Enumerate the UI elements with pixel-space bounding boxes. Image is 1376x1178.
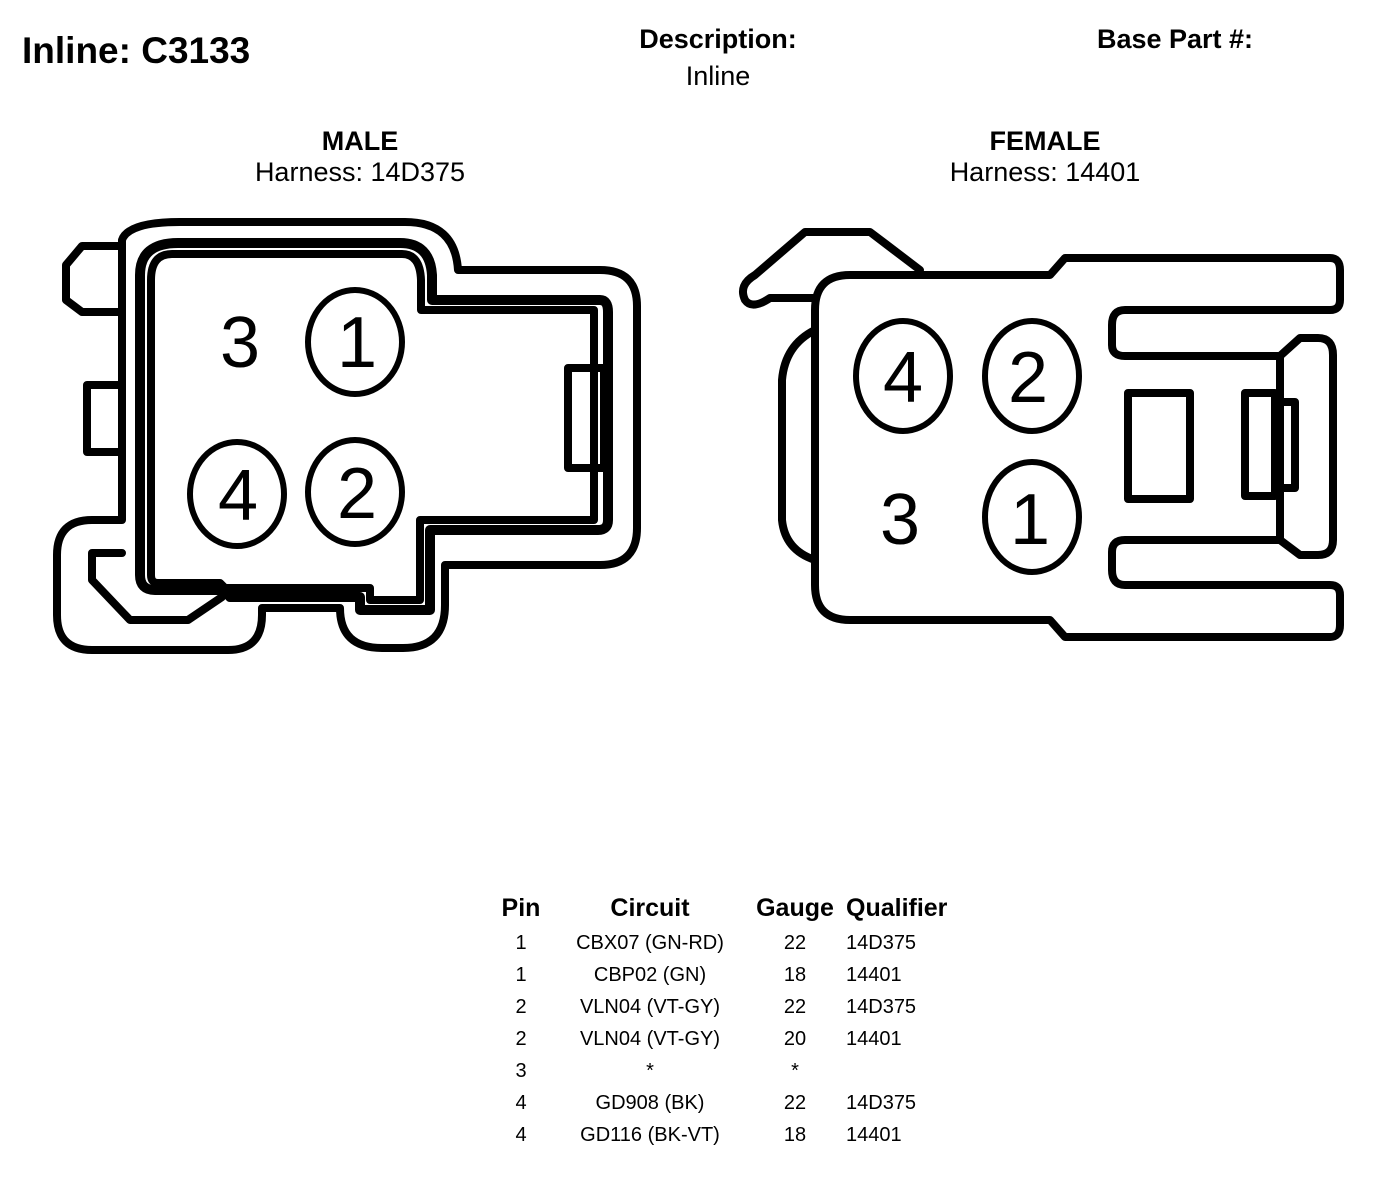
cell-gauge: 20 (783, 1027, 807, 1050)
cell-circuit: CBP02 (GN) (593, 963, 707, 986)
male-harness-label: Harness: 14D375 (254, 157, 466, 187)
female-center-slot (1124, 389, 1194, 503)
cell-pin: 4 (515, 1123, 527, 1146)
cell-gauge: 22 (783, 995, 807, 1018)
cell-pin: 4 (515, 1091, 527, 1114)
male-pin-1-label: 1 (337, 303, 377, 383)
female-right-release (1276, 334, 1337, 559)
male-pin-2: 2 (305, 437, 405, 547)
cell-qualifier (842, 1055, 960, 1087)
male-pin-4: 4 (187, 439, 287, 549)
cell-qualifier: 14D375 (846, 931, 917, 954)
table-row: 4 GD116 (BK-VT) 18 14401 (490, 1119, 960, 1151)
cell-qualifier: 14401 (846, 1123, 902, 1146)
cell-gauge: 18 (783, 1123, 807, 1146)
cell-gauge: 18 (783, 963, 807, 986)
male-connector-body (53, 218, 641, 654)
male-pin-2-circle (305, 437, 405, 547)
cell-circuit: CBX07 (GN-RD) (576, 931, 724, 954)
cell-circuit: * (646, 1059, 654, 1082)
cell-qualifier: 14401 (846, 1027, 902, 1050)
female-pin-4: 4 (853, 318, 953, 434)
cell-circuit: GD908 (BK) (595, 1091, 705, 1114)
header-gauge: Gauge (756, 894, 834, 922)
cell-circuit: GD116 (BK-VT) (580, 1123, 720, 1146)
female-gender-label: FEMALE (989, 126, 1101, 156)
male-inner-cavity (135, 238, 613, 615)
female-pin-4-circle (853, 318, 953, 434)
pin-table: Pin Circuit Gauge Qualifier 1 CBX07 (GN-… (490, 893, 960, 1151)
female-connector-heading: FEMALE Harness: 14401 (845, 126, 1245, 188)
table-row: 1 CBP02 (GN) 18 14401 (490, 959, 960, 991)
male-pin-1-circle (305, 287, 405, 397)
description-label: Description: (639, 24, 797, 54)
male-left-latch-top (62, 242, 124, 316)
female-connector-body (739, 228, 1344, 641)
female-lock-tab-inner (1271, 398, 1299, 492)
male-pin-4-circle (187, 439, 287, 549)
male-pin-1: 1 (305, 287, 405, 397)
table-row: 4 GD908 (BK) 22 14D375 (490, 1087, 960, 1119)
header-qualifier: Qualifier (846, 894, 948, 922)
cell-pin: 1 (515, 963, 527, 986)
female-pin-2: 2 (982, 318, 1082, 434)
female-pin-1-label: 1 (1010, 480, 1050, 560)
female-top-latch (739, 228, 924, 309)
female-pin-3: 3 (880, 480, 920, 560)
male-pin-2-label: 2 (337, 454, 377, 534)
table-row: 2 VLN04 (VT-GY) 22 14D375 (490, 991, 960, 1023)
pin-table-header-row: Pin Circuit Gauge Qualifier (490, 893, 960, 927)
cell-qualifier: 14D375 (846, 1091, 917, 1114)
connector-diagram: 3 1 4 2 4 2 3 1 (53, 218, 1344, 654)
male-left-latch-middle (83, 381, 126, 456)
female-pin-1-circle (982, 459, 1082, 575)
female-pin-2-label: 2 (1008, 338, 1048, 418)
male-pin-4-label: 4 (218, 456, 258, 536)
male-pin-3-label: 3 (220, 303, 260, 383)
connector-title: Inline: C3133 (22, 30, 251, 71)
cell-gauge: 22 (783, 931, 807, 954)
male-inner-cavity-line (147, 250, 598, 604)
female-pin-2-circle (982, 318, 1082, 434)
female-pin-4-label: 4 (883, 338, 923, 418)
cell-gauge: 22 (783, 1091, 807, 1114)
cell-qualifier: 14401 (846, 963, 902, 986)
cell-gauge: * (791, 1059, 799, 1082)
female-left-bump (778, 326, 819, 564)
cell-circuit: VLN04 (VT-GY) (579, 1027, 721, 1050)
female-harness-label: Harness: 14401 (949, 157, 1141, 187)
male-bottom-latch (88, 549, 226, 624)
header-pin: Pin (501, 894, 541, 922)
cell-qualifier: 14D375 (846, 995, 917, 1018)
female-lock-tab (1241, 389, 1279, 500)
male-connector-heading: MALE Harness: 14D375 (160, 126, 560, 188)
cell-pin: 2 (515, 995, 527, 1018)
female-pin-1: 1 (982, 459, 1082, 575)
male-outer-housing (53, 218, 641, 654)
male-gender-label: MALE (321, 126, 399, 156)
female-outer-housing (811, 254, 1344, 641)
female-pin-3-label: 3 (880, 480, 920, 560)
male-right-lock-tab (564, 364, 608, 472)
header-circuit: Circuit (610, 894, 690, 922)
description-value: Inline (685, 61, 751, 91)
cell-circuit: VLN04 (VT-GY) (579, 995, 721, 1018)
cell-pin: 1 (515, 931, 527, 954)
table-row: 1 CBX07 (GN-RD) 22 14D375 (490, 927, 960, 959)
table-row: 2 VLN04 (VT-GY) 20 14401 (490, 1023, 960, 1055)
cell-pin: 2 (515, 1027, 527, 1050)
base-part-label: Base Part #: (1096, 24, 1254, 54)
male-pin-3: 3 (220, 303, 260, 383)
cell-pin: 3 (515, 1059, 527, 1082)
table-row: 3 * * (490, 1055, 960, 1087)
